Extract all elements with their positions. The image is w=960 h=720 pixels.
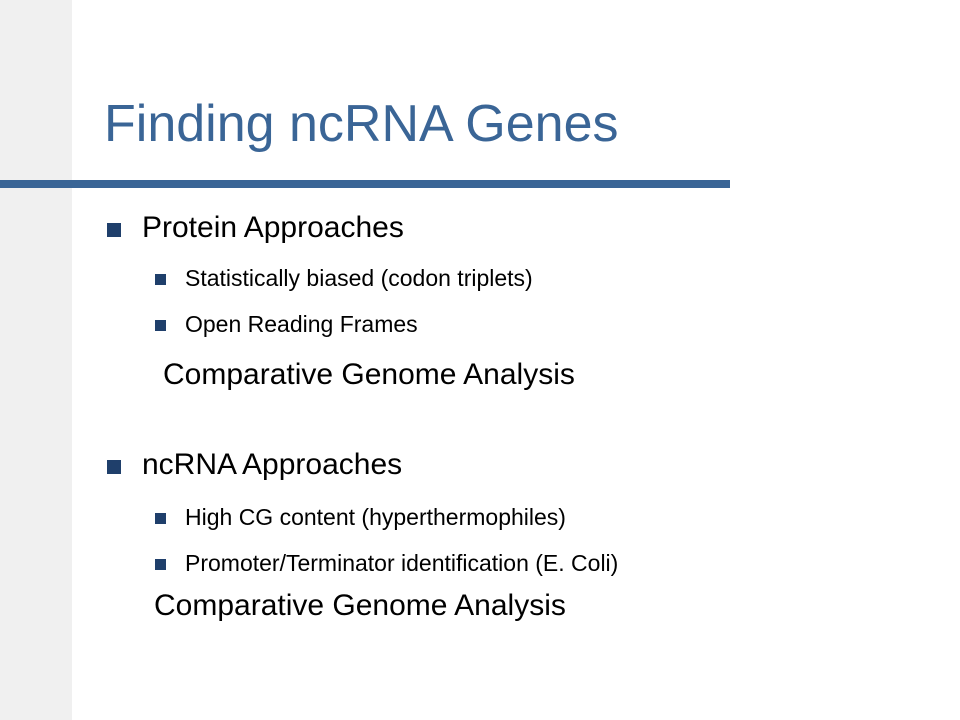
bullet-ncrna-approaches: ncRNA Approaches [107,448,403,481]
title-underline-left [0,180,72,188]
square-bullet-icon [107,460,121,474]
sub-bullet-high-cg-content: High CG content (hyperthermophiles) [155,504,566,530]
sub-bullet-text: Open Reading Frames [185,311,418,337]
sub-bullet-statistically-biased: Statistically biased (codon triplets) [155,265,533,291]
title-underline [72,180,730,188]
sub-bullet-text: High CG content (hyperthermophiles) [185,504,566,530]
sub-bullet-text: Statistically biased (codon triplets) [185,265,533,291]
comparative-genome-analysis-ncrna: Comparative Genome Analysis [154,589,566,622]
sub-bullet-promoter-terminator: Promoter/Terminator identification (E. C… [155,550,619,576]
square-bullet-icon [155,274,166,285]
square-bullet-icon [155,559,166,570]
sub-bullet-text: Promoter/Terminator identification (E. C… [185,550,619,576]
bullet-protein-approaches: Protein Approaches [107,211,404,244]
bullet-text: ncRNA Approaches [142,448,403,481]
left-margin-band [0,0,72,720]
square-bullet-icon [107,223,121,237]
square-bullet-icon [155,513,166,524]
bullet-text: Protein Approaches [142,211,404,244]
slide-title: Finding ncRNA Genes [104,95,619,153]
square-bullet-icon [155,320,166,331]
sub-bullet-open-reading-frames: Open Reading Frames [155,311,418,337]
comparative-genome-analysis-protein: Comparative Genome Analysis [163,358,575,391]
